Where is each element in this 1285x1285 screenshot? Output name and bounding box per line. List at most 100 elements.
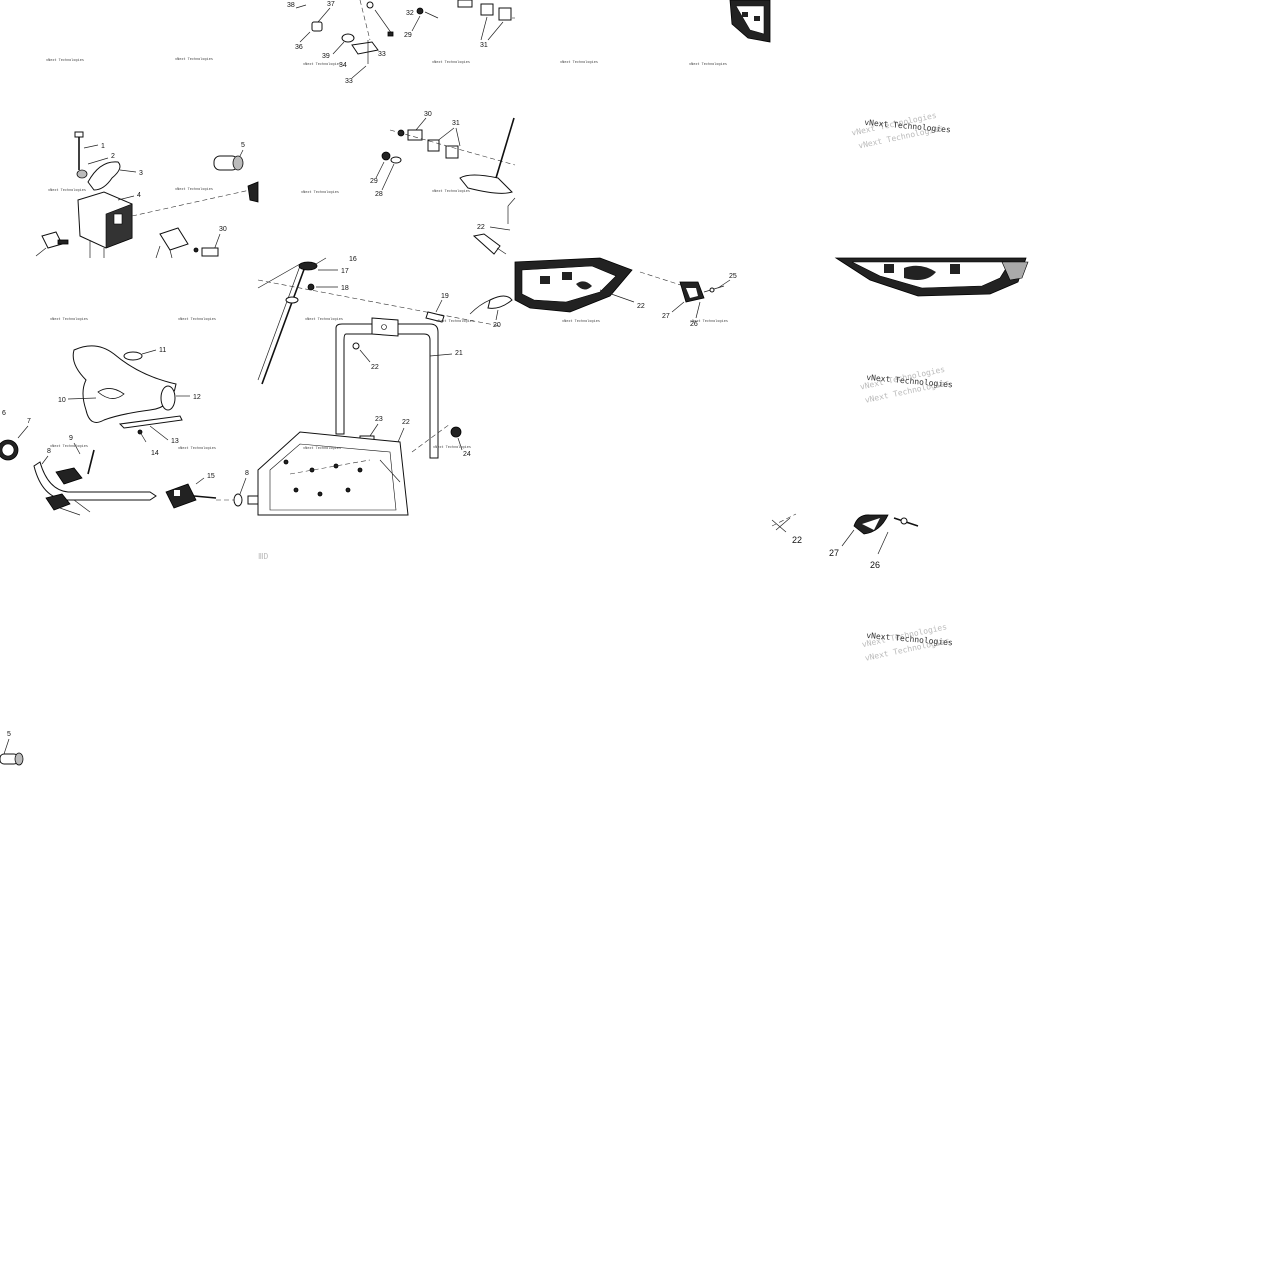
callout-16: 16 xyxy=(349,256,357,263)
watermark: vNext Technologies xyxy=(562,319,600,323)
pin-part xyxy=(366,1,374,9)
callout-3: 3 xyxy=(139,170,143,177)
callout-29a: 29 xyxy=(404,32,412,39)
watermark: vNext Technologies xyxy=(303,62,341,66)
callout-32: 32 xyxy=(406,10,414,17)
nut-part xyxy=(307,283,315,291)
riser-clamp xyxy=(87,161,121,191)
watermark: vNext Technologies xyxy=(303,446,341,450)
tile-bottom-left-fragment: 5 xyxy=(0,731,24,766)
washer-part xyxy=(285,296,299,304)
bar-clamp-top xyxy=(55,467,83,485)
tile-steering-column-upper: 30 31 29 28 22 vNext Technologies vNext … xyxy=(301,111,516,255)
callout-20: 20 xyxy=(493,322,501,329)
callout-10: 10 xyxy=(58,397,66,404)
clamp-block-b xyxy=(480,3,494,16)
watermark: vNext Technologies xyxy=(690,319,728,323)
callout-38: 38 xyxy=(287,2,295,9)
washer-part xyxy=(352,342,360,350)
washer-part xyxy=(341,33,355,43)
callout-37: 37 xyxy=(327,1,335,8)
callout-25: 25 xyxy=(729,273,737,280)
pad-end xyxy=(160,385,176,411)
callout-30b: 30 xyxy=(219,226,227,233)
bracket-part xyxy=(159,227,189,251)
watermark: vNext Technologies xyxy=(50,444,88,448)
callout-14: 14 xyxy=(151,450,159,457)
watermark: vNext Technologies xyxy=(178,446,216,450)
callout-26a: 26 xyxy=(690,321,698,328)
pad-strap xyxy=(118,415,183,429)
callout-22e: 22 xyxy=(792,535,802,545)
callout-7: 7 xyxy=(27,418,31,425)
emblem-part xyxy=(123,351,143,361)
tile-chassis-right: 22 25 27 26 vNext Technologies vNext Tec… xyxy=(514,257,737,328)
callout-8: 8 xyxy=(47,448,51,455)
callout-5b: 5 xyxy=(7,731,11,738)
callout-19a: 19 xyxy=(441,293,449,300)
watermark: vNext Technologies xyxy=(50,317,88,321)
clamp-block-a xyxy=(457,0,473,8)
watermark: vNext Technologies xyxy=(432,60,470,64)
callout-27a: 27 xyxy=(662,313,670,320)
callout-1: 1 xyxy=(101,143,105,150)
callout-18: 18 xyxy=(341,285,349,292)
callout-11: 11 xyxy=(159,347,166,354)
clamp-half-b xyxy=(427,139,440,152)
washer-part xyxy=(390,156,402,164)
screw-part xyxy=(193,247,199,253)
bolt-part xyxy=(425,311,445,323)
callout-22d: 22 xyxy=(637,303,645,310)
tile-handlebar-lower: 11 10 12 13 14 6 7 8 9 15 8 vNe xyxy=(0,317,259,516)
callout-23: 23 xyxy=(375,416,383,423)
grip-fragment xyxy=(247,495,259,505)
nut-part xyxy=(450,426,462,438)
watermark: vNext Technologies xyxy=(175,187,213,191)
callout-31b: 31 xyxy=(452,120,460,127)
steering-shaft xyxy=(495,117,515,179)
callout-33a: 33 xyxy=(378,51,386,58)
throttle-fragment xyxy=(247,181,259,203)
frame-fragment-top-right xyxy=(729,0,771,43)
tile-steering-frame: 16 17 18 21 19 22 20 23 22 24 19 xyxy=(257,256,513,561)
steering-arm xyxy=(459,174,513,194)
watermark: vNext Technologies xyxy=(436,319,474,323)
steering-hoop xyxy=(335,323,439,459)
callout-13: 13 xyxy=(171,438,179,445)
callout-33b: 33 xyxy=(345,78,353,85)
nut-part xyxy=(381,151,391,161)
watermark: vNext Technologies xyxy=(46,58,84,62)
callout-26b: 26 xyxy=(870,560,880,570)
callout-24: 24 xyxy=(463,451,471,458)
bracket-plate xyxy=(351,41,379,55)
bolt-head xyxy=(387,31,394,37)
chassis-frame xyxy=(257,431,409,516)
tile-top-center: 38 37 36 39 34 33 33 32 29 31 vNext Tech… xyxy=(287,0,515,85)
watermark: vNext Technologies xyxy=(689,62,727,66)
callout-22b: 22 xyxy=(371,364,379,371)
watermark: vNext Technologies xyxy=(560,60,598,64)
bushing-part xyxy=(416,7,424,15)
tile-enlarged-right: vNext Technologies vNext Technologies vN… xyxy=(771,111,1029,663)
grip-end xyxy=(232,155,244,171)
clamp-half-c xyxy=(445,145,459,159)
callout-2: 2 xyxy=(111,153,115,160)
bar-clamp-bottom xyxy=(45,493,71,511)
steering-post xyxy=(261,263,307,385)
watermark: vNext Technologies xyxy=(433,445,471,449)
cable-part xyxy=(487,295,513,309)
callout-34: 34 xyxy=(339,62,347,69)
clamp-part xyxy=(201,247,219,257)
callout-22c: 22 xyxy=(402,419,410,426)
watermark: vNext Technologies xyxy=(305,317,343,321)
callout-9: 9 xyxy=(69,435,73,442)
handlebar-pad xyxy=(72,345,177,423)
callout-15: 15 xyxy=(207,473,215,480)
watermark: vNext Technologies xyxy=(432,189,470,193)
brake-housing xyxy=(165,483,197,509)
callout-36: 36 xyxy=(295,44,303,51)
switch-connector xyxy=(57,239,69,245)
callout-21: 21 xyxy=(455,350,463,357)
callout-30a: 30 xyxy=(424,111,432,118)
